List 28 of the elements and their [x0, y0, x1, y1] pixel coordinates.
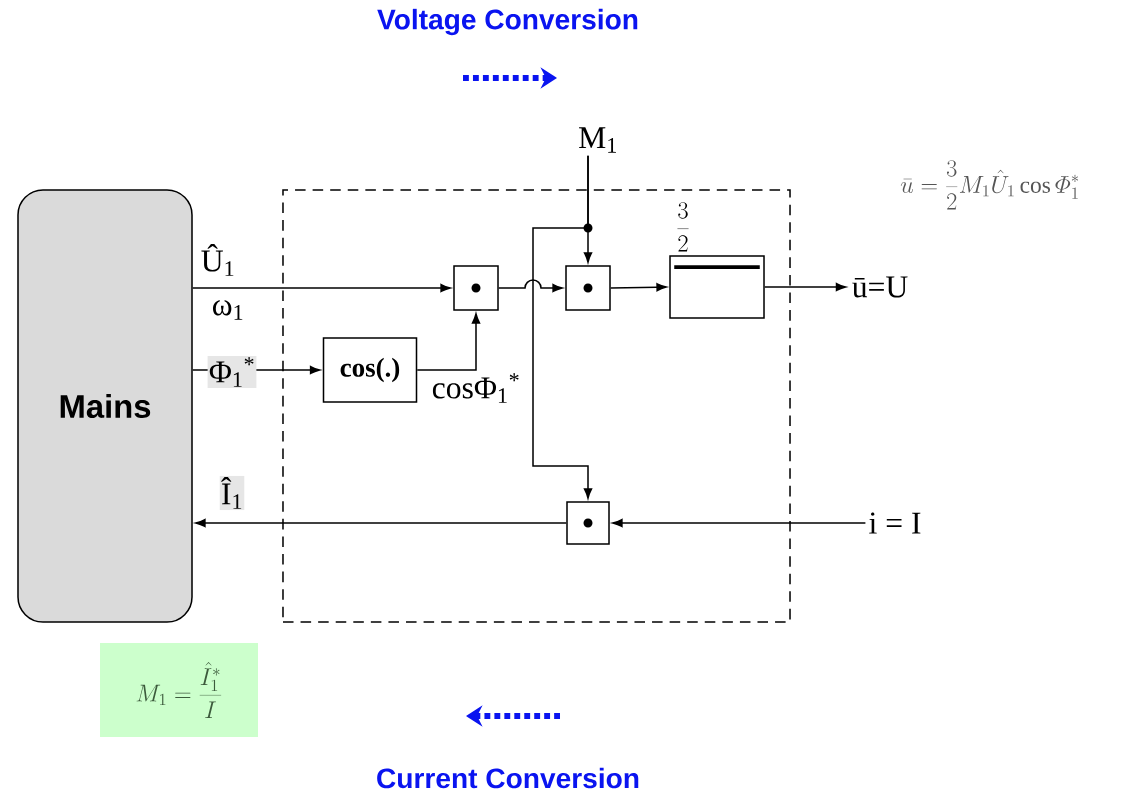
formula-box: $M_1 = \frac{\hat{I}_1^*}{I}$ — [100, 643, 258, 737]
arrow — [764, 282, 847, 292]
arrow — [498, 279, 563, 293]
edge-label: Û$_{1}$ — [199, 242, 237, 278]
edge-label: cosΦ$_{1}$* — [430, 372, 522, 404]
gain-block: $\frac{3}{2}$ — [669, 202, 765, 319]
edge-label: Î$_{1}$ — [219, 475, 245, 511]
edge-label: Φ$_{1}$* — [207, 356, 257, 388]
heading: Current Conversion — [377, 767, 639, 789]
multiplier-block — [566, 501, 610, 545]
signal-label: ū=U — [852, 276, 908, 298]
converter-boundary — [282, 189, 791, 623]
arrow — [192, 283, 451, 293]
heading: Voltage Conversion — [377, 8, 638, 36]
signal-label: i = I — [869, 512, 921, 534]
formula: $\bar{u} = \frac{3}{2}M_1\hat{U}_1\cos\mathnormal{\Phi}_1^*$ — [900, 160, 1079, 210]
arrow — [416, 313, 481, 371]
mains-block: Mains — [17, 189, 193, 623]
arrow — [532, 155, 593, 499]
arrow — [195, 518, 567, 528]
signal-label: ω$_{1}$ — [210, 299, 246, 321]
arrow — [610, 283, 667, 292]
function-block: cos(.) — [322, 337, 418, 403]
multiplier-block — [565, 265, 611, 311]
node-label: $\frac{3}{2}$ — [677, 202, 689, 252]
signal-label: M$_{1}$ — [579, 127, 616, 153]
multiplier-block — [453, 265, 499, 311]
arrow — [612, 518, 867, 528]
